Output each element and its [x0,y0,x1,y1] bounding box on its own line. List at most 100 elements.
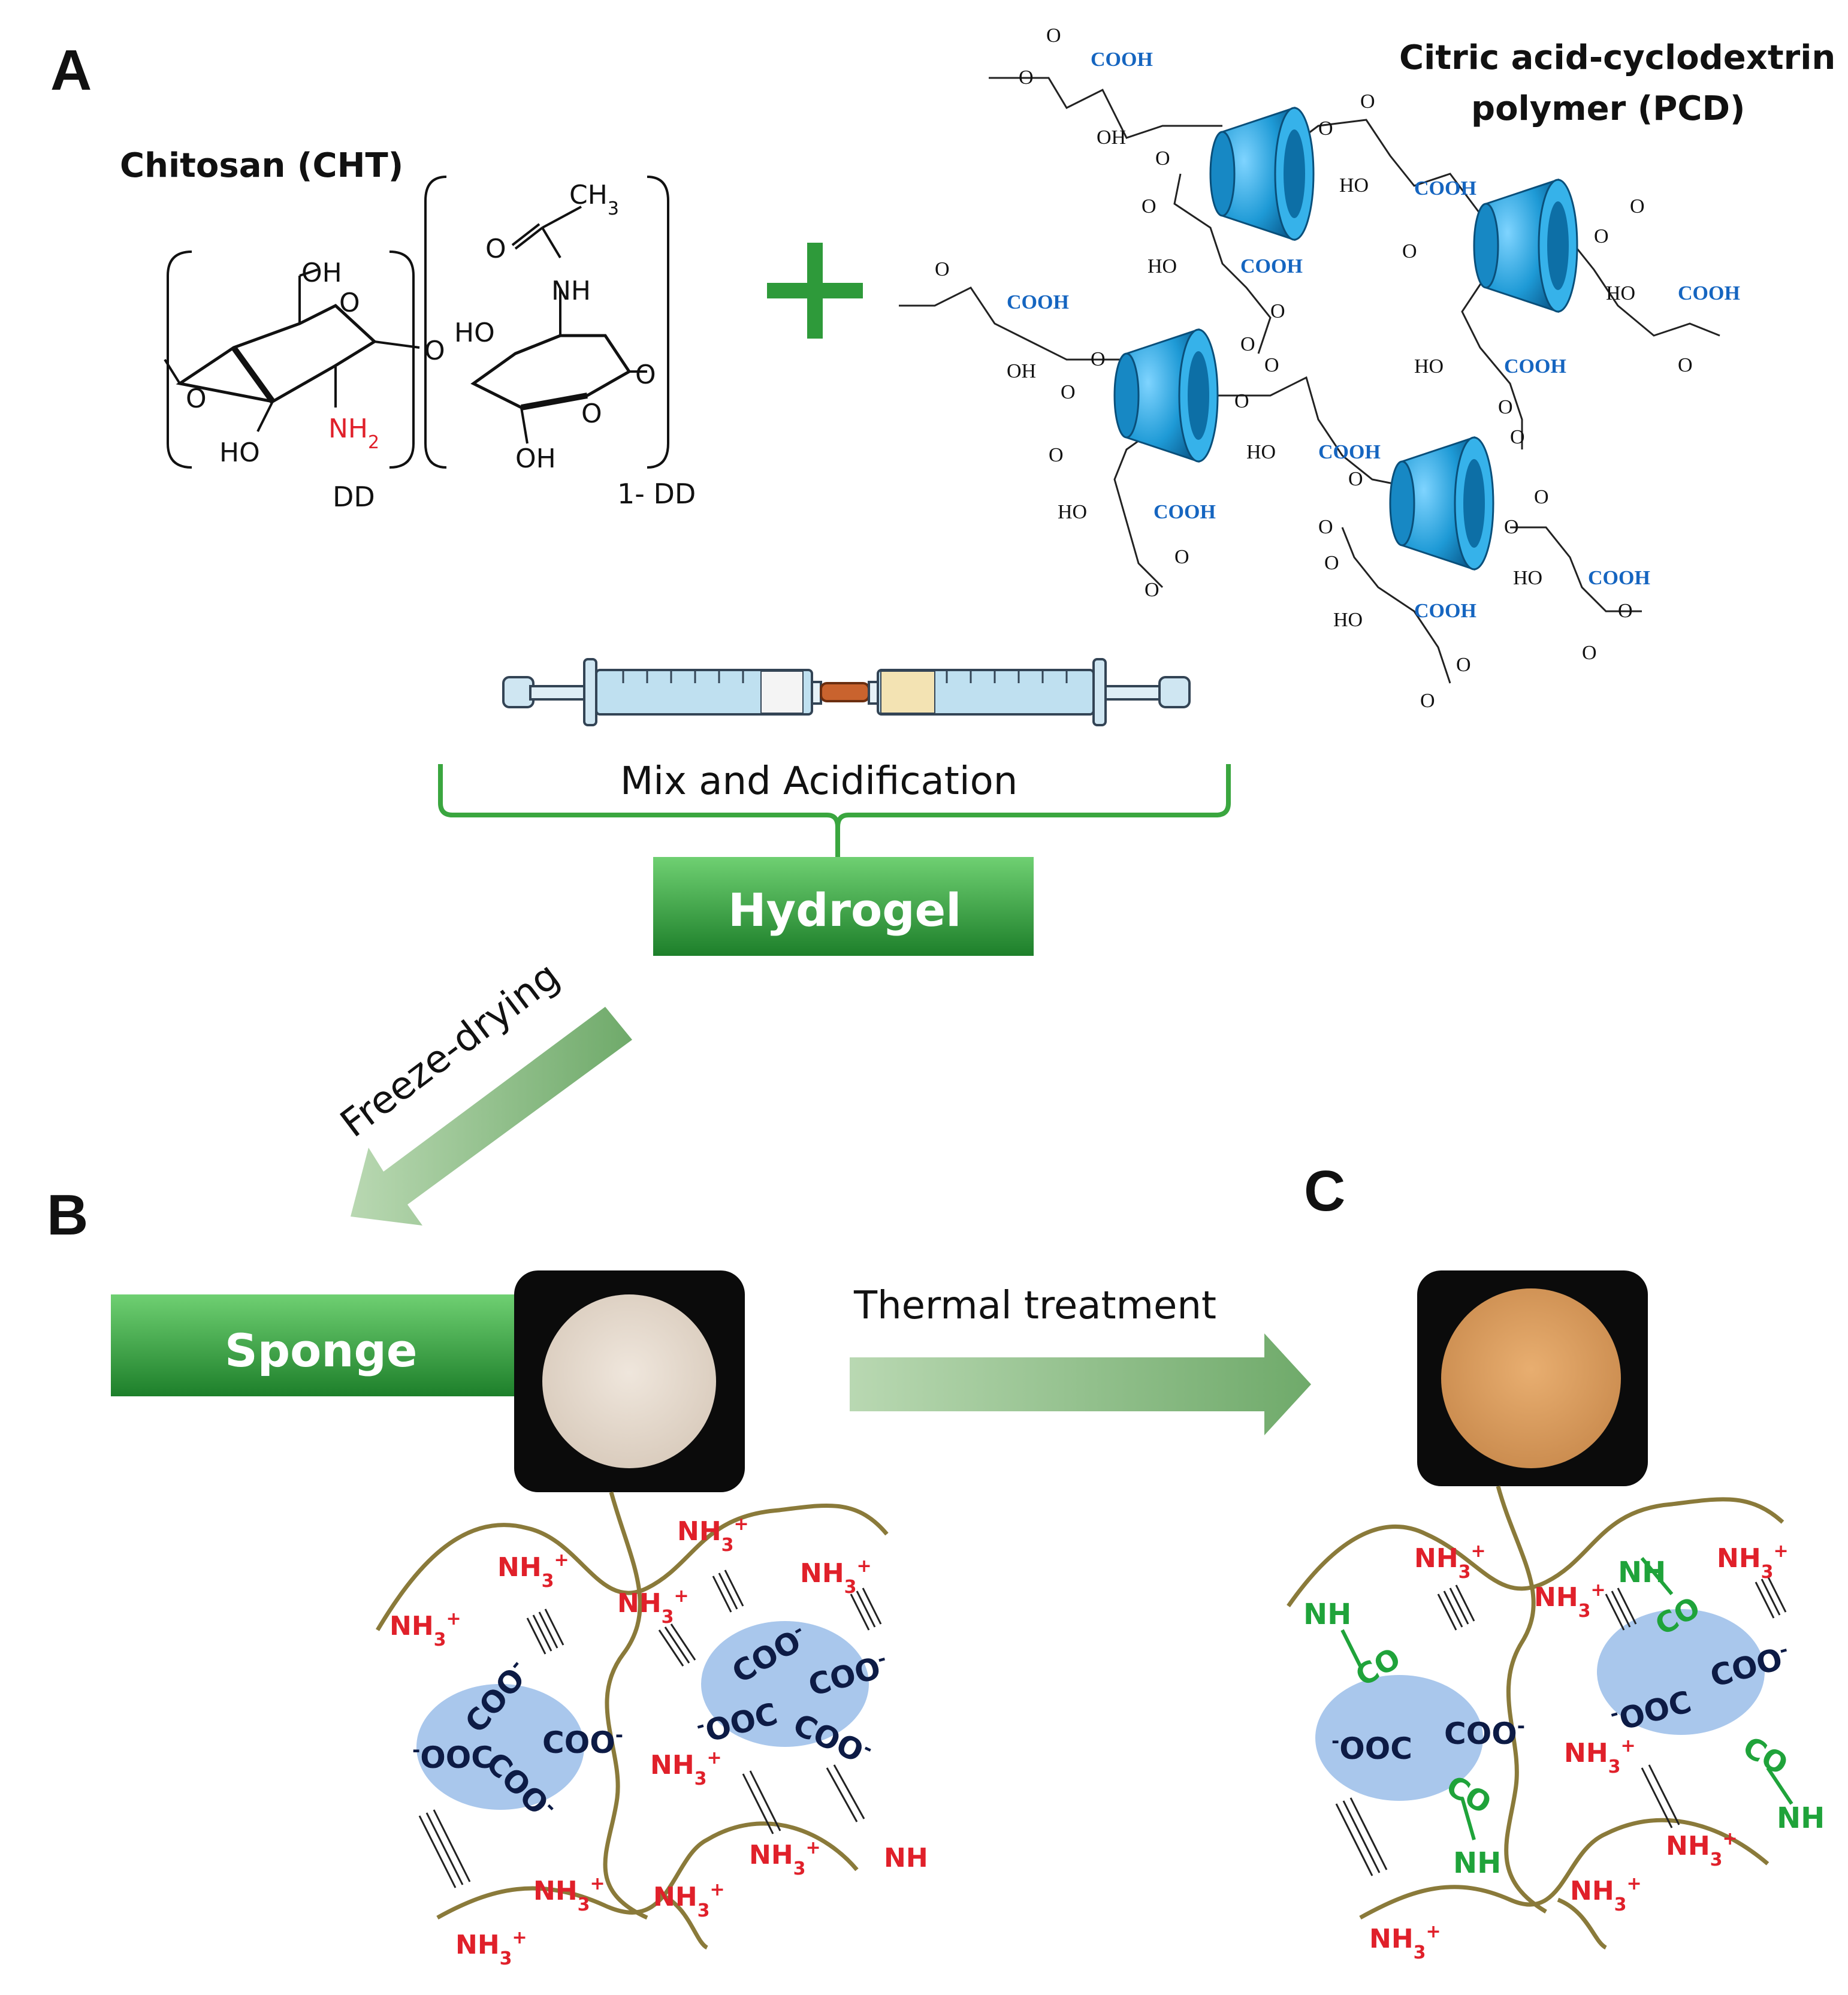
nh3-label: NH3+ [1717,1541,1789,1583]
hydrogel-label: Hydrogel [728,883,961,937]
nh3-label: NH3+ [1570,1873,1642,1915]
chitosan-title: Chitosan (CHT) [120,146,403,185]
brace [438,764,1231,857]
ho-label: HO [1333,609,1363,631]
o-label: O [935,258,950,280]
o-label: O [1510,426,1525,448]
coo-label: COO- [1444,1715,1525,1751]
hydrogel-box: Hydrogel [653,857,1034,956]
o-label: O [1324,552,1339,574]
o-label: O [1142,195,1156,218]
nh3-label-cut: NH [884,1843,928,1873]
atom-nh: NH [551,276,591,306]
o-label: O [1534,486,1549,508]
ooc-label: -OOC [1331,1730,1412,1766]
nh3-label: NH3+ [1414,1541,1486,1583]
nh-label: NH [1618,1556,1666,1589]
cooh-label: COOH [1154,501,1216,523]
nh3-label: NH3+ [497,1550,569,1592]
cooh-label: COOH [1318,441,1381,463]
coo-label: COO- [542,1724,623,1760]
oh-label: OH [1097,126,1126,149]
dd-label: DD [333,481,375,513]
o-label: O [1402,240,1417,262]
o-label: O [1504,516,1519,538]
pcd-title-line2: polymer (PCD) [1471,89,1746,128]
atom-ho: HO [219,437,260,468]
panel-letter-c: C [1304,1159,1345,1223]
nh3-label: NH3+ [800,1556,872,1598]
nh3-label: NH3+ [677,1514,749,1556]
sponge-photo-white [514,1270,745,1492]
co-label: CO [1737,1730,1793,1782]
o-label: O [1155,147,1170,170]
o-label: O [1582,642,1597,664]
o-label: O [1318,117,1333,140]
o-label: O [1270,300,1285,322]
o-label: O [1318,516,1333,538]
sponge-photo-brown [1417,1270,1648,1486]
network-c: NH CO CO NH NH CO CO NH NH3+ NH3+ NH3+ N… [1287,1486,1825,1963]
chitosan-structure: Chitosan (CHT) OH O O HO NH2 O O CH3 NH [120,146,696,513]
freeze-drying-label: Freeze-drying [333,953,567,1146]
o-label: O [1420,690,1435,712]
network-b: NH3+ NH3+ NH3+ NH3+ NH3+ NH3+ NH3+ NH3+ … [375,1492,928,1969]
o-label: O [1360,90,1375,113]
cooh-label: COOH [1414,600,1476,622]
nh3-label: NH3+ [650,1747,722,1789]
o-label: O [1061,381,1076,403]
ho-label: HO [1339,174,1369,197]
ho-label: HO [1246,441,1276,463]
atom-o: O [186,384,207,414]
nh3-label: NH3+ [749,1837,821,1879]
nh3-label: NH3+ [1564,1736,1636,1777]
nh-label: NH [1453,1846,1501,1880]
atom-o: O [424,336,445,366]
cooh-label: COOH [1091,49,1153,71]
o-label: O [1234,390,1249,412]
o-label: O [1348,468,1363,490]
freeze-drying-arrow: Freeze-drying [333,953,632,1226]
plus-icon [767,243,863,339]
o-label: O [1091,348,1106,370]
o-label: O [1145,579,1159,601]
o-label: O [1618,600,1633,622]
o-label: O [1678,354,1693,376]
cooh-label: COOH [1007,291,1069,313]
pcd-structure: Citric acid-cyclodextrin polymer (PCD) C… [899,25,1835,712]
o-label: O [1630,195,1645,218]
panel-letter-a: A [50,38,92,102]
thermal-treatment-label: Thermal treatment [853,1284,1216,1328]
sponge-box: Sponge [111,1294,524,1396]
cooh-label: COOH [1504,355,1566,378]
nh-label: NH [1303,1598,1351,1631]
atom-oh: OH [515,443,556,474]
cooh-label: COOH [1414,177,1476,200]
o-label: O [1594,225,1609,248]
nh3-label: NH3+ [617,1586,689,1628]
ho-label: HO [1058,501,1087,523]
cooh-label: COOH [1240,255,1303,277]
o-label: O [1046,25,1061,47]
o-label: O [1240,333,1255,355]
panel-letter-b: B [47,1183,88,1247]
atom-o: O [339,288,360,318]
o-label: O [1049,444,1064,466]
nh3-label: NH3+ [389,1608,461,1650]
nh3-label: NH3+ [1666,1828,1738,1870]
ooc-label: -OOC [412,1739,493,1775]
nh3-label: NH3+ [533,1873,605,1915]
atom-o: O [635,360,656,390]
o-label: O [1456,654,1471,676]
one-minus-dd-label: 1- DD [617,478,696,510]
mix-label: Mix and Acidification [620,759,1017,804]
atom-o: O [485,234,506,264]
ho-label: HO [1414,355,1444,378]
pcd-title-line1: Citric acid-cyclodextrin [1399,38,1835,77]
o-label: O [1264,354,1279,376]
o-label: O [1174,546,1189,568]
ho-label: HO [1148,255,1177,277]
atom-oh: OH [301,258,342,288]
oh-label: OH [1007,360,1036,382]
